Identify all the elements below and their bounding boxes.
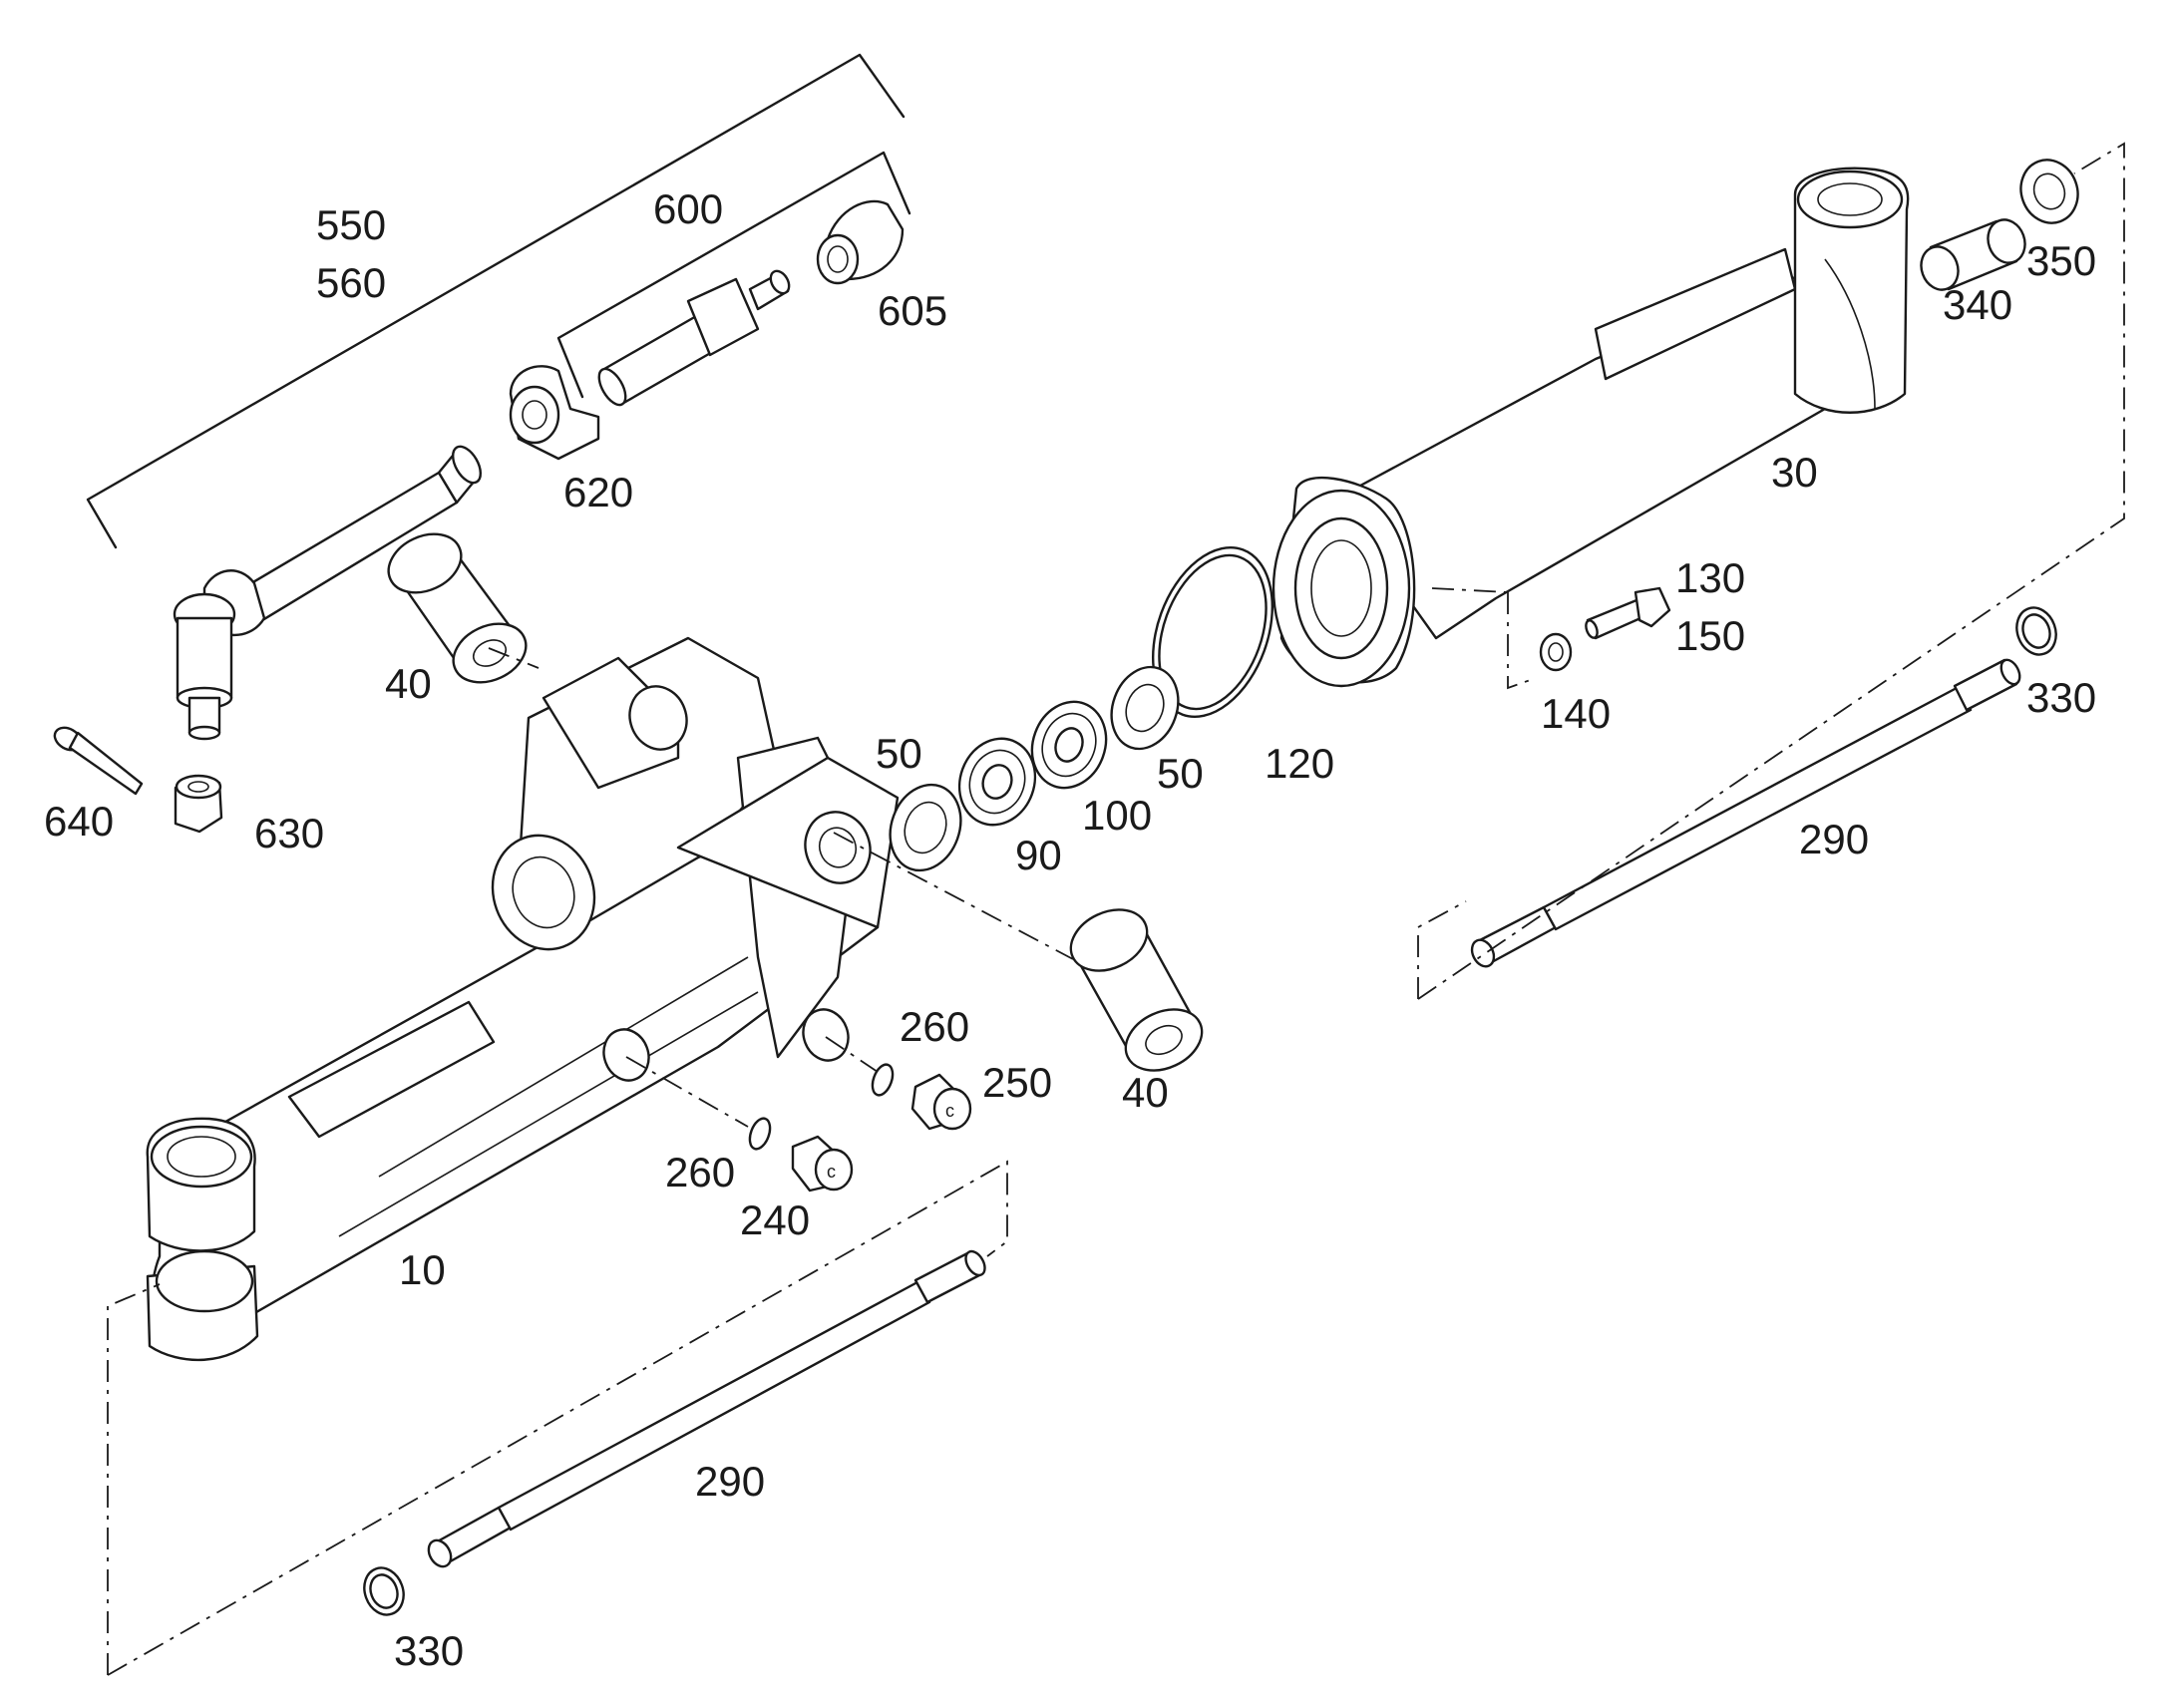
bracket-600 bbox=[556, 151, 911, 399]
bearing-90 bbox=[957, 737, 1037, 827]
plug-250: c bbox=[910, 1073, 972, 1131]
oring-260-lower bbox=[748, 1117, 772, 1151]
callout-150: 150 bbox=[1675, 612, 1745, 659]
tie-rod bbox=[173, 445, 483, 741]
bearing-100 bbox=[1030, 700, 1108, 790]
axle-housing-10 bbox=[146, 636, 900, 1362]
callout-290-right: 290 bbox=[1799, 816, 1869, 862]
callout-630: 630 bbox=[254, 810, 324, 856]
callout-260-upper: 260 bbox=[900, 1003, 969, 1050]
callout-30: 30 bbox=[1771, 449, 1818, 496]
svg-text:c: c bbox=[827, 1162, 836, 1182]
bushing-bracket-620 bbox=[509, 365, 600, 461]
castle-nut bbox=[174, 774, 223, 834]
callout-120: 120 bbox=[1265, 740, 1334, 787]
bracket-550-560 bbox=[86, 53, 906, 549]
oring-260-upper bbox=[871, 1063, 895, 1097]
callout-40-lower: 40 bbox=[1122, 1069, 1169, 1116]
callout-640: 640 bbox=[44, 798, 114, 845]
callout-10: 10 bbox=[399, 1246, 446, 1293]
callout-90: 90 bbox=[1015, 832, 1062, 878]
callout-340: 340 bbox=[1943, 281, 2012, 328]
bushing-40-upper bbox=[387, 532, 528, 684]
rubber-boot-605 bbox=[816, 199, 905, 285]
callout-140: 140 bbox=[1541, 690, 1611, 737]
o-ring-120 bbox=[1151, 545, 1274, 719]
axle-shaft-290-left bbox=[427, 1249, 986, 1568]
callout-260-lower: 260 bbox=[665, 1149, 735, 1196]
callout-50-left: 50 bbox=[876, 730, 922, 777]
bushing-340 bbox=[1920, 218, 2026, 291]
callout-130: 130 bbox=[1675, 554, 1745, 601]
bushing-40-lower bbox=[1069, 908, 1204, 1072]
callout-330-right: 330 bbox=[2026, 674, 2096, 721]
callout-550: 550 bbox=[316, 201, 386, 248]
bolt-130 bbox=[1585, 586, 1671, 640]
axle-housing-30 bbox=[1272, 167, 1910, 688]
seal-350 bbox=[2019, 159, 2079, 224]
callout-50-right: 50 bbox=[1157, 750, 1204, 797]
seal-50-right bbox=[1110, 665, 1180, 751]
thrust-ring-330-left bbox=[363, 1566, 405, 1616]
center-lines bbox=[107, 142, 2125, 1676]
seal-50-left bbox=[889, 783, 962, 872]
callout-620: 620 bbox=[563, 469, 633, 515]
drive-shaft-600 bbox=[597, 269, 791, 407]
callout-40-upper: 40 bbox=[385, 660, 432, 707]
callout-350: 350 bbox=[2026, 237, 2096, 284]
cotter-pin bbox=[53, 726, 144, 796]
thrust-ring-330-right bbox=[2015, 606, 2057, 656]
axle-shaft-290-right bbox=[1470, 658, 2021, 968]
svg-text:c: c bbox=[945, 1101, 954, 1121]
plug-240: c bbox=[791, 1135, 854, 1193]
callout-100: 100 bbox=[1082, 792, 1152, 839]
callout-290-left: 290 bbox=[695, 1458, 765, 1505]
callout-600: 600 bbox=[653, 185, 723, 232]
washer-140 bbox=[1539, 632, 1573, 672]
callout-250: 250 bbox=[982, 1059, 1052, 1106]
callout-605: 605 bbox=[878, 287, 947, 334]
callout-240: 240 bbox=[740, 1196, 810, 1243]
callout-330-left: 330 bbox=[394, 1627, 464, 1674]
callout-560: 560 bbox=[316, 259, 386, 306]
callout-labels: 550 560 600 605 620 40 640 630 50 90 100… bbox=[44, 185, 2096, 1674]
